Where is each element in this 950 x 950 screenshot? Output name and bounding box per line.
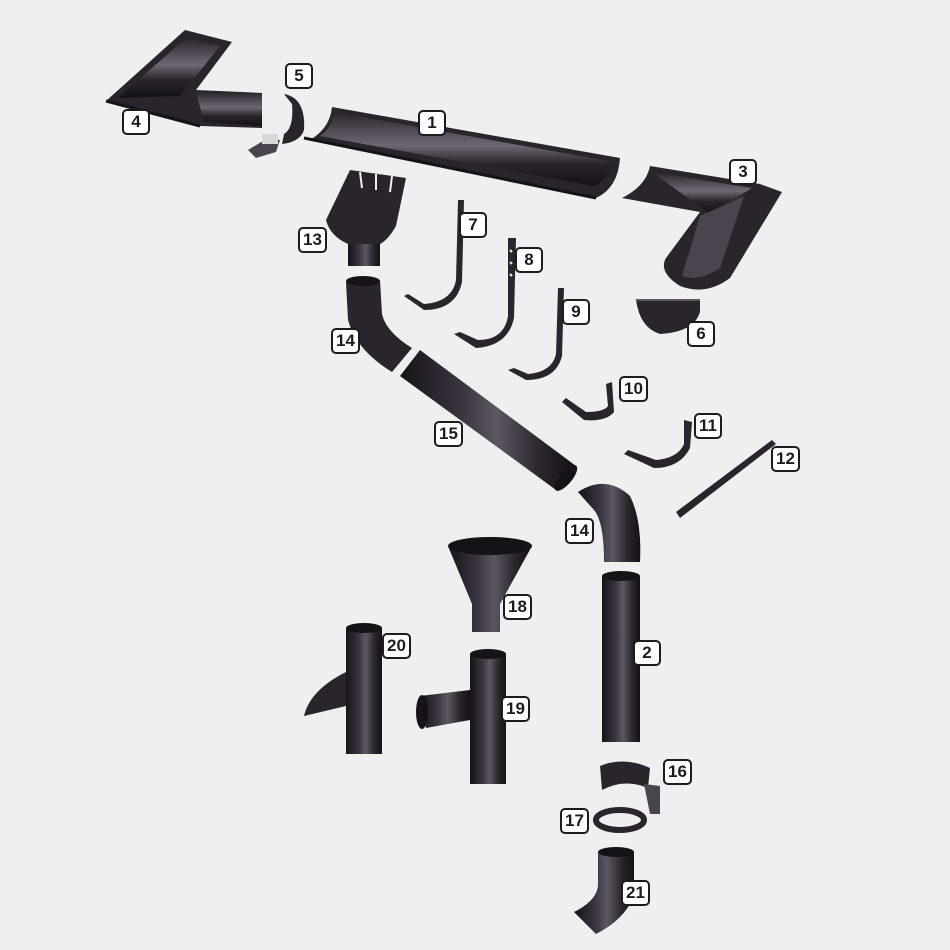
gutter-outlet (326, 170, 406, 266)
water-funnel (448, 537, 532, 632)
callout-label: 14 (565, 518, 594, 544)
outlet-elbow (574, 847, 634, 934)
offset-pipe (400, 350, 578, 491)
bend-upper (346, 276, 412, 372)
long-hook-7 (404, 200, 464, 310)
callout-label: 17 (560, 808, 589, 834)
gutter (303, 107, 620, 200)
callout-label: 3 (729, 159, 757, 185)
gutter-corner-outer (622, 166, 782, 290)
callout-label: 12 (771, 446, 800, 472)
callout-label: 20 (382, 633, 411, 659)
pipe-clamp-wood (593, 807, 647, 833)
gutter-end-cap (636, 299, 700, 334)
callout-label: 15 (434, 421, 463, 447)
short-bracket-10 (562, 382, 614, 421)
hook-extension-12 (676, 440, 776, 518)
long-hook-8 (454, 238, 516, 348)
callout-label: 13 (298, 227, 327, 253)
callout-label: 16 (663, 759, 692, 785)
downpipe-bend (578, 483, 641, 562)
callout-label: 14 (331, 328, 360, 354)
short-bracket-11 (624, 420, 692, 468)
callout-label: 19 (501, 696, 530, 722)
callout-label: 21 (621, 880, 650, 906)
tee-branch-pipe (416, 649, 506, 784)
callout-label: 6 (687, 321, 715, 347)
callout-label: 9 (562, 299, 590, 325)
callout-label: 1 (418, 110, 446, 136)
gutter-connector (248, 94, 305, 158)
water-collector (304, 623, 382, 754)
pipe-clamp-brick (600, 761, 660, 814)
callout-label: 5 (285, 63, 313, 89)
callout-label: 8 (515, 247, 543, 273)
long-hook-9 (508, 288, 564, 380)
callout-label: 4 (122, 109, 150, 135)
gutter-corner-inner (105, 30, 262, 128)
callout-label: 2 (633, 640, 661, 666)
callout-label: 10 (619, 376, 648, 402)
callout-label: 18 (503, 594, 532, 620)
callout-label: 7 (459, 212, 487, 238)
callout-label: 11 (694, 413, 722, 439)
